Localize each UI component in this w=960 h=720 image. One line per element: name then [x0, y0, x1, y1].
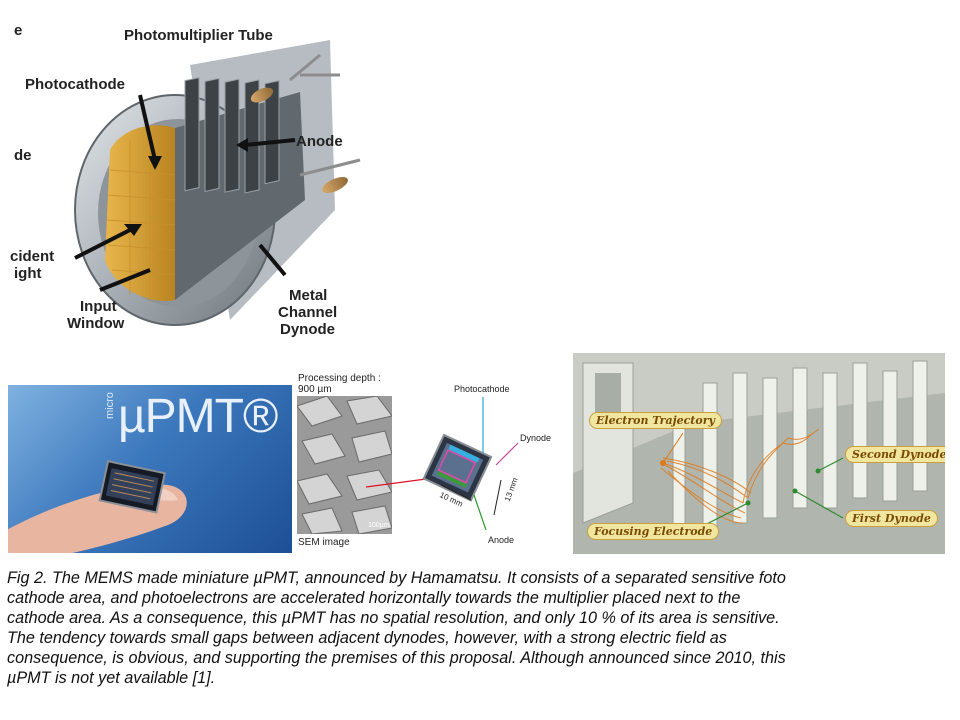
- sem-dynode-label: Dynode: [520, 433, 552, 443]
- second-dynode-label: Second Dynode: [845, 446, 945, 463]
- chip-drawing: [365, 397, 519, 531]
- upmt-finger-photo: micro µPMT®: [8, 385, 292, 553]
- caption-line: consequence, is obvious, and supporting …: [7, 649, 786, 667]
- scale-bar-label: 100µm: [368, 522, 390, 529]
- metal-channel-dynode-label-1: Metal: [289, 287, 328, 304]
- input-window-label-1: Input: [80, 298, 117, 315]
- sem-pattern: [297, 396, 392, 534]
- incident-light-label-2: ight: [14, 265, 42, 282]
- cut-label-e: e: [14, 22, 23, 39]
- sem-anode-label: Anode: [488, 535, 515, 545]
- incident-light-label-1: cident: [10, 248, 55, 265]
- sem-image: [297, 396, 392, 534]
- processing-depth-label-2: 900 µm: [298, 384, 332, 395]
- caption-line: µPMT is not yet available [1].: [7, 669, 216, 687]
- pmt-title: Photomultiplier Tube: [124, 27, 273, 44]
- metal-channel-dynode-label-3: Dynode: [280, 321, 336, 338]
- caption-line: Fig 2. The MEMS made miniature µPMT, ann…: [7, 569, 786, 587]
- pmt-cutaway-drawing: [74, 40, 361, 326]
- electron-trajectory-label: Electron Trajectory: [589, 412, 722, 429]
- focusing-electrode-label: Focusing Electrode: [587, 523, 720, 540]
- input-window-label-2: Window: [67, 315, 125, 332]
- cut-label-de: de: [14, 147, 32, 164]
- metal-channel-dynode-label-2: Channel: [278, 304, 338, 321]
- sem-image-label: SEM image: [298, 537, 350, 548]
- finger-drawing: [8, 460, 187, 553]
- sem-chip-diagram: Processing depth : 900 µm 100µm SEM imag…: [296, 365, 566, 555]
- processing-depth-label-1: Processing depth :: [298, 373, 381, 384]
- caption-line: The tendency towards small gaps between …: [7, 629, 727, 647]
- sem-photocathode-label: Photocathode: [454, 384, 510, 394]
- upmt-micro-prefix: micro: [104, 392, 116, 419]
- upmt-logo: µPMT®: [118, 390, 278, 443]
- electron-trajectory-render: Electron Trajectory Second Dynode Focusi…: [573, 353, 945, 554]
- first-dynode-label: First Dynode: [845, 510, 938, 527]
- caption-line: cathode area, and photoelectrons are acc…: [7, 589, 741, 607]
- photocathode-label: Photocathode: [25, 76, 125, 93]
- caption-line: cathode area. As a consequence, this µPM…: [7, 609, 780, 627]
- anode-label: Anode: [296, 133, 343, 150]
- pmt-illustration: Photomultiplier Tube Photocathode Anode …: [0, 0, 390, 350]
- figure-caption: Fig 2. The MEMS made miniature µPMT, ann…: [7, 568, 957, 688]
